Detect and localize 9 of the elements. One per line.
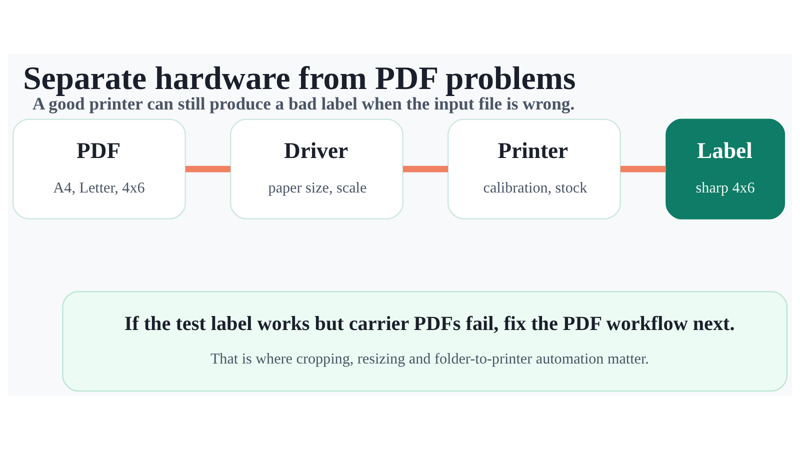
node-box: Driver paper size, scale [230,118,404,220]
node-box: Printer calibration, stock [447,118,621,220]
node-box: If the test label works but carrier PDFs fail, fix the PDF workflow next. That is where cropping, resizing and folder-to-printer automation matter. [62,291,788,392]
connector [185,166,231,172]
node-box: Label sharp 4x6 [666,118,786,220]
connector [402,166,448,172]
diagram-title: Separate hardware from PDF problems [23,60,576,97]
node-box: PDF A4, Letter, 4x6 [12,118,186,220]
connector [620,166,666,172]
